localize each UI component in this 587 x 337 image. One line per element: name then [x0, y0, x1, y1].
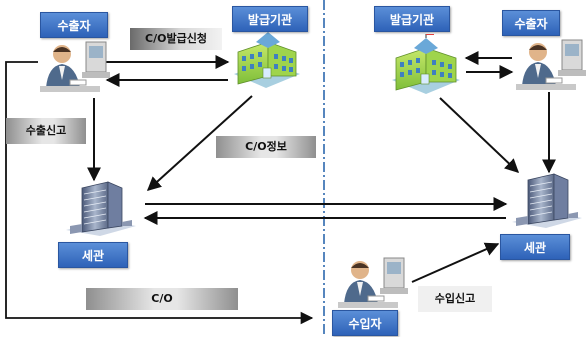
label-importer: 수입자	[332, 310, 398, 336]
label-co: C/O	[86, 288, 238, 310]
arrow-right-issuer-to-customs	[439, 97, 520, 173]
label-right-customs: 세관	[500, 234, 570, 260]
arrow-import-declaration	[411, 242, 500, 283]
label-export-declaration: 수출신고	[6, 118, 86, 144]
label-exporter: 수출자	[40, 12, 108, 38]
label-co-request: C/O발급신청	[130, 28, 222, 50]
label-import-declaration: 수입신고	[418, 286, 492, 312]
importer-person-icon	[338, 257, 408, 308]
right-issuer-building-icon	[392, 34, 460, 94]
issuer-building-icon	[234, 30, 300, 88]
customs-building-icon	[66, 181, 136, 236]
label-right-exporter: 수출자	[502, 10, 560, 36]
label-co-info: C/O정보	[216, 136, 316, 158]
label-right-issuer: 발급기관	[374, 6, 450, 32]
arrow-co-to-importer	[5, 61, 314, 325]
right-customs-building-icon	[512, 173, 582, 228]
exporter-person-icon	[40, 41, 110, 92]
right-exporter-person-icon	[516, 39, 586, 90]
arrow-co-info	[146, 95, 253, 191]
label-issuer: 발급기관	[232, 6, 308, 32]
label-customs: 세관	[58, 242, 128, 268]
